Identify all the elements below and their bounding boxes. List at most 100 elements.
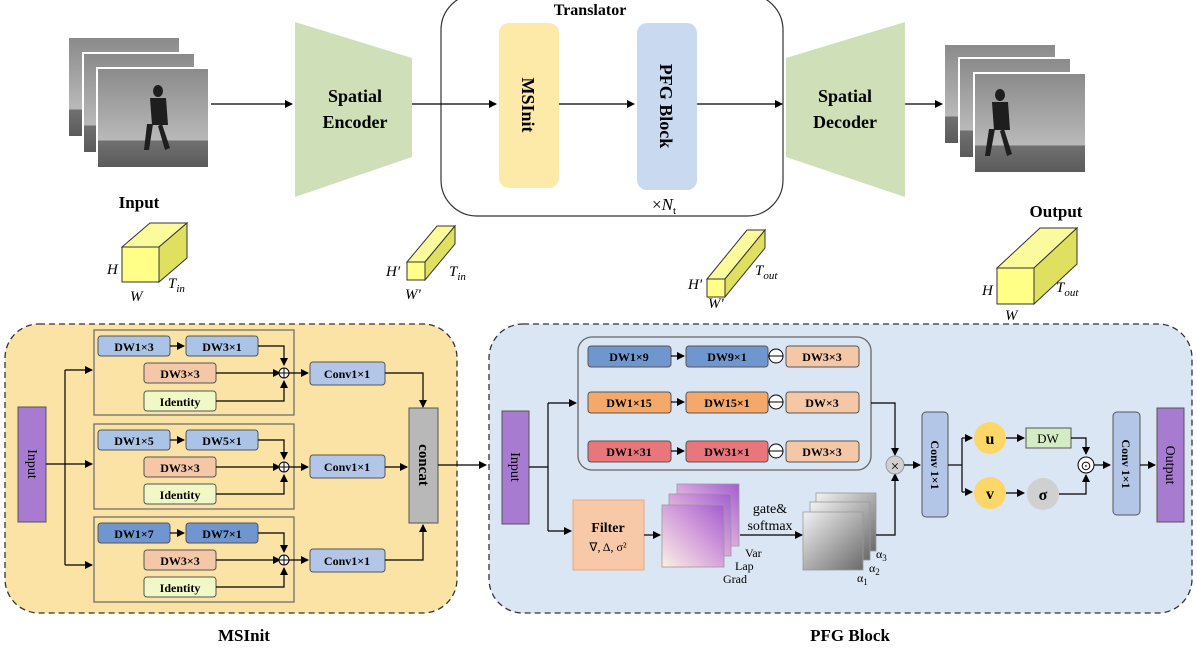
identity-label: Identity [160,395,201,409]
output-label: Output [1030,202,1083,221]
msinit-panel [4,323,458,614]
sigma-label: σ [1039,487,1048,504]
cube4-h: H [981,283,994,299]
dw-label: DW7×1 [202,527,242,541]
cube2-w: W′ [405,287,421,303]
input-frames [67,36,210,169]
dw-label: DW×3 [805,396,839,410]
dw-label: DW1×15 [606,396,652,410]
pfg-input [501,410,530,525]
conv-label: Conv1×1 [324,460,370,474]
arrow [871,402,899,456]
walking-person-icon [985,89,1012,156]
pfg-block [637,23,697,190]
plus-icon [278,367,290,379]
dw-label: DW1×5 [114,434,154,448]
conv-label: Conv 1×1 [1119,439,1133,488]
arrow [385,524,427,561]
cube1-t: Tin [168,276,185,295]
dw-label: DW3×3 [802,445,842,459]
conv-block-right [1112,411,1141,516]
alpha-1: α1 [857,571,868,587]
gate-label-line1: gate& [753,502,787,517]
cube2-t: Tin [449,264,466,283]
dw-label: DW5×1 [202,434,242,448]
attention-map-stack [802,492,877,571]
dw-label: DW3×3 [802,350,842,364]
pfg-input-label: Input [507,452,522,482]
msinit-block-label: MSInit [518,77,538,132]
dw-label: DW3×1 [202,340,242,354]
identity-label: Identity [160,488,201,502]
msinit-split [46,366,93,569]
cube1-h: H [106,262,119,278]
decoder-label-line1: Spatial [818,86,872,106]
v-label: v [986,486,994,503]
msinit-caption: MSInit [218,626,270,645]
minus-icon [768,348,784,364]
dw-label: DW3×3 [160,554,200,568]
msinit-input-label: Input [24,449,39,479]
hadamard-symbol: ⊙ [1081,458,1092,473]
dw-label: DW31×1 [704,445,750,459]
walking-person-icon [144,85,170,150]
dw-label: DW1×7 [114,527,154,541]
encoder-label-line1: Spatial [328,86,382,106]
msinit-input [17,406,47,523]
arrow [385,372,427,408]
conv-label: Conv1×1 [324,554,370,568]
filter-ops: ∇, Δ, σ² [588,540,627,554]
repeat-count: ×Nt [652,195,676,217]
u-label: u [986,431,995,448]
input-label: Input [119,193,160,212]
translator-title: Translator [554,2,627,19]
dw-label: DW1×31 [606,445,652,459]
cube4-w: W [1005,308,1019,324]
dw-label: DW3×3 [160,461,200,475]
gate-label-line2: softmax [747,519,792,534]
cube4-t: Tout [1056,280,1079,299]
cube3-h: H′ [687,277,703,293]
dw-label: DW1×3 [114,340,154,354]
alpha-3: α3 [876,547,887,563]
hadamard-icon [1077,456,1095,474]
arrow [876,473,899,536]
map-label-var: Var [745,546,762,560]
cube3-t: Tout [755,263,778,282]
pfg-output-label: Output [1162,446,1177,485]
translator-box [440,0,784,217]
dw-block [785,345,860,368]
minus-icon [768,443,784,459]
filter-block [572,499,645,571]
u-node [974,422,1006,454]
pfg-split [529,399,577,535]
msinit-block [499,23,559,188]
pfg-caption: PFG Block [810,626,890,645]
concat-label: concat [415,444,431,486]
tensor-cube-encoded [405,224,457,282]
conv-label: Conv 1×1 [928,440,942,489]
dw-block [685,440,769,463]
map-label-grad: Grad [723,572,747,586]
identity-label: Identity [160,581,201,595]
dw-label: DW15×1 [704,396,750,410]
pfg-output [1156,407,1185,523]
dw-block [685,345,769,368]
alpha-2: α2 [869,561,880,577]
map-label-lap: Lap [735,559,754,573]
conv-label: Conv1×1 [324,367,370,381]
dw-block [685,391,769,414]
dw-label: DW3×3 [160,367,200,381]
tensor-cube-input [120,221,189,284]
v-node [974,477,1006,509]
decoder-label-line2: Decoder [813,112,877,132]
feature-map-stack [661,483,740,568]
minus-icon [768,394,784,410]
cube3-w: W′ [708,296,724,312]
pfg-block-label: PFG Block [656,64,676,149]
multiply-symbol: × [891,459,899,475]
output-frames [943,43,1087,174]
cube1-w: W [130,289,144,305]
dw-label: DW9×1 [707,350,747,364]
